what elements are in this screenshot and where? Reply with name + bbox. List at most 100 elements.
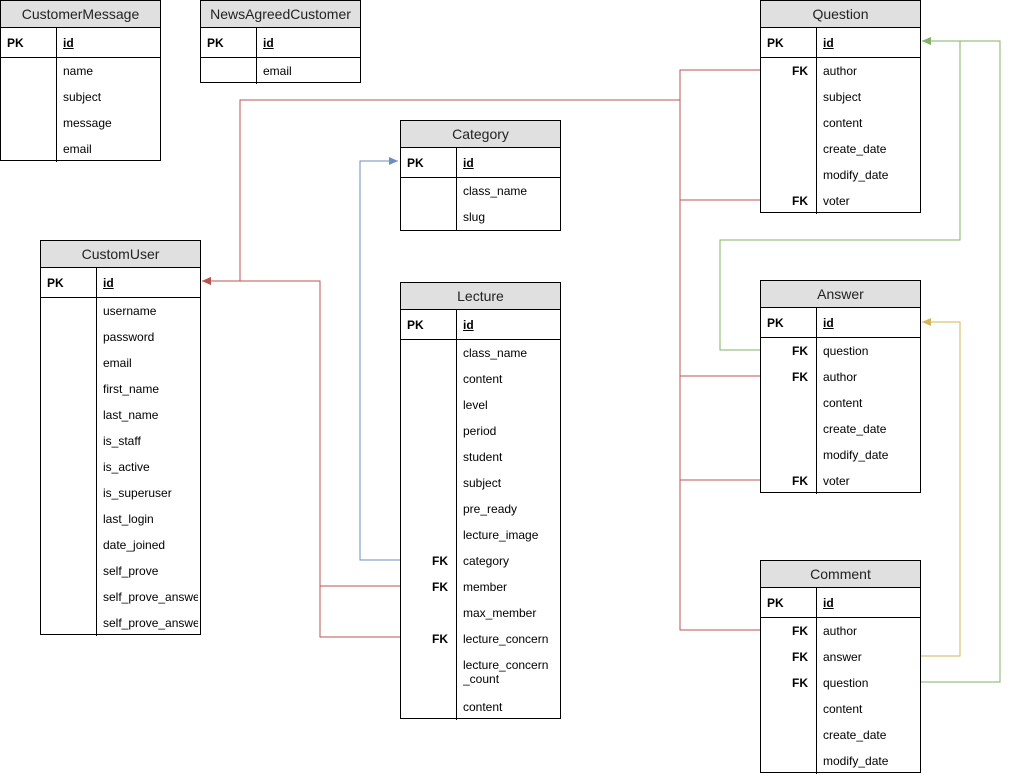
table-title: CustomerMessage [1, 1, 160, 28]
field-row: modify_date [761, 442, 920, 468]
field-name: content [823, 396, 863, 410]
relation-question-voter-to-customuser [679, 100, 760, 201]
key-cell [401, 496, 457, 522]
key-cell [401, 366, 457, 392]
field-row: password [41, 324, 200, 350]
table-title: NewsAgreedCustomer [201, 1, 360, 28]
field-row: FK category [401, 548, 560, 574]
key-cell [41, 610, 97, 636]
field-row: is_staff [41, 428, 200, 454]
key-cell [401, 178, 457, 204]
field-row: content [401, 366, 560, 392]
field-name: question [823, 676, 869, 690]
fk-label: FK [792, 650, 808, 664]
field-name: last_login [103, 512, 154, 526]
field-name: lecture_concern_count [463, 658, 549, 686]
key-cell [761, 136, 817, 162]
pk-label: PK [7, 36, 24, 50]
field-name: content [823, 116, 863, 130]
field-row: level [401, 392, 560, 418]
field-name: username [103, 304, 157, 318]
key-cell [761, 390, 817, 416]
field-row: last_name [41, 402, 200, 428]
field-name: self_prove_answer [103, 590, 198, 604]
fk-label: FK [432, 632, 448, 646]
key-cell [401, 418, 457, 444]
field-name: password [103, 330, 155, 344]
key-cell: PK [201, 28, 257, 57]
pk-field-name: id [463, 318, 474, 332]
fk-label: FK [792, 370, 808, 384]
key-cell [41, 532, 97, 558]
table-title: CustomUser [41, 241, 200, 268]
field-name: author [823, 624, 858, 638]
key-cell [41, 324, 97, 350]
field-row: self_prove_answer [41, 584, 200, 610]
key-cell [41, 480, 97, 506]
pk-field-name: id [103, 276, 114, 290]
field-name: category [463, 554, 510, 568]
field-row: email [201, 58, 360, 84]
key-cell [41, 506, 97, 532]
key-cell [401, 652, 457, 694]
key-cell: PK [761, 588, 817, 617]
pk-field-name: id [263, 36, 274, 50]
key-cell [401, 600, 457, 626]
field-row: FK question [761, 670, 920, 696]
key-cell: PK [761, 28, 817, 57]
key-cell: PK [1, 28, 57, 57]
field-name: self_prove_answer [103, 616, 198, 630]
field-row: subject [761, 84, 920, 110]
field-name: last_name [103, 408, 159, 422]
field-row: create_date [761, 722, 920, 748]
field-row: class_name [401, 340, 560, 366]
field-row: content [761, 696, 920, 722]
field-row: lecture_concern_count [401, 652, 560, 694]
fk-label: FK [432, 554, 448, 568]
key-cell: PK [401, 148, 457, 177]
field-name: lecture_concern [463, 632, 549, 646]
field-name: name [63, 64, 94, 78]
key-cell: FK [761, 670, 817, 696]
field-row: content [761, 390, 920, 416]
key-cell: FK [401, 626, 457, 652]
key-cell [41, 584, 97, 610]
field-row: last_login [41, 506, 200, 532]
field-name: class_name [463, 184, 528, 198]
fk-label: FK [432, 580, 448, 594]
key-cell: FK [761, 364, 817, 390]
field-row: date_joined [41, 532, 200, 558]
key-cell [1, 84, 57, 110]
field-row: content [761, 110, 920, 136]
field-name: answer [823, 650, 862, 664]
field-name: modify_date [823, 168, 889, 182]
key-cell [761, 84, 817, 110]
field-name: message [63, 116, 112, 130]
key-cell [401, 694, 457, 720]
fk-label: FK [792, 676, 808, 690]
field-name: modify_date [823, 448, 889, 462]
key-cell [401, 444, 457, 470]
table-title: Question [761, 1, 920, 28]
table-title: Lecture [401, 283, 560, 310]
field-name: pre_ready [463, 502, 518, 516]
fk-label: FK [792, 64, 808, 78]
field-name: is_active [103, 460, 150, 474]
key-cell [41, 558, 97, 584]
field-name: class_name [463, 346, 528, 360]
field-row: name [1, 58, 160, 84]
field-row: create_date [761, 136, 920, 162]
key-cell: PK [401, 310, 457, 339]
